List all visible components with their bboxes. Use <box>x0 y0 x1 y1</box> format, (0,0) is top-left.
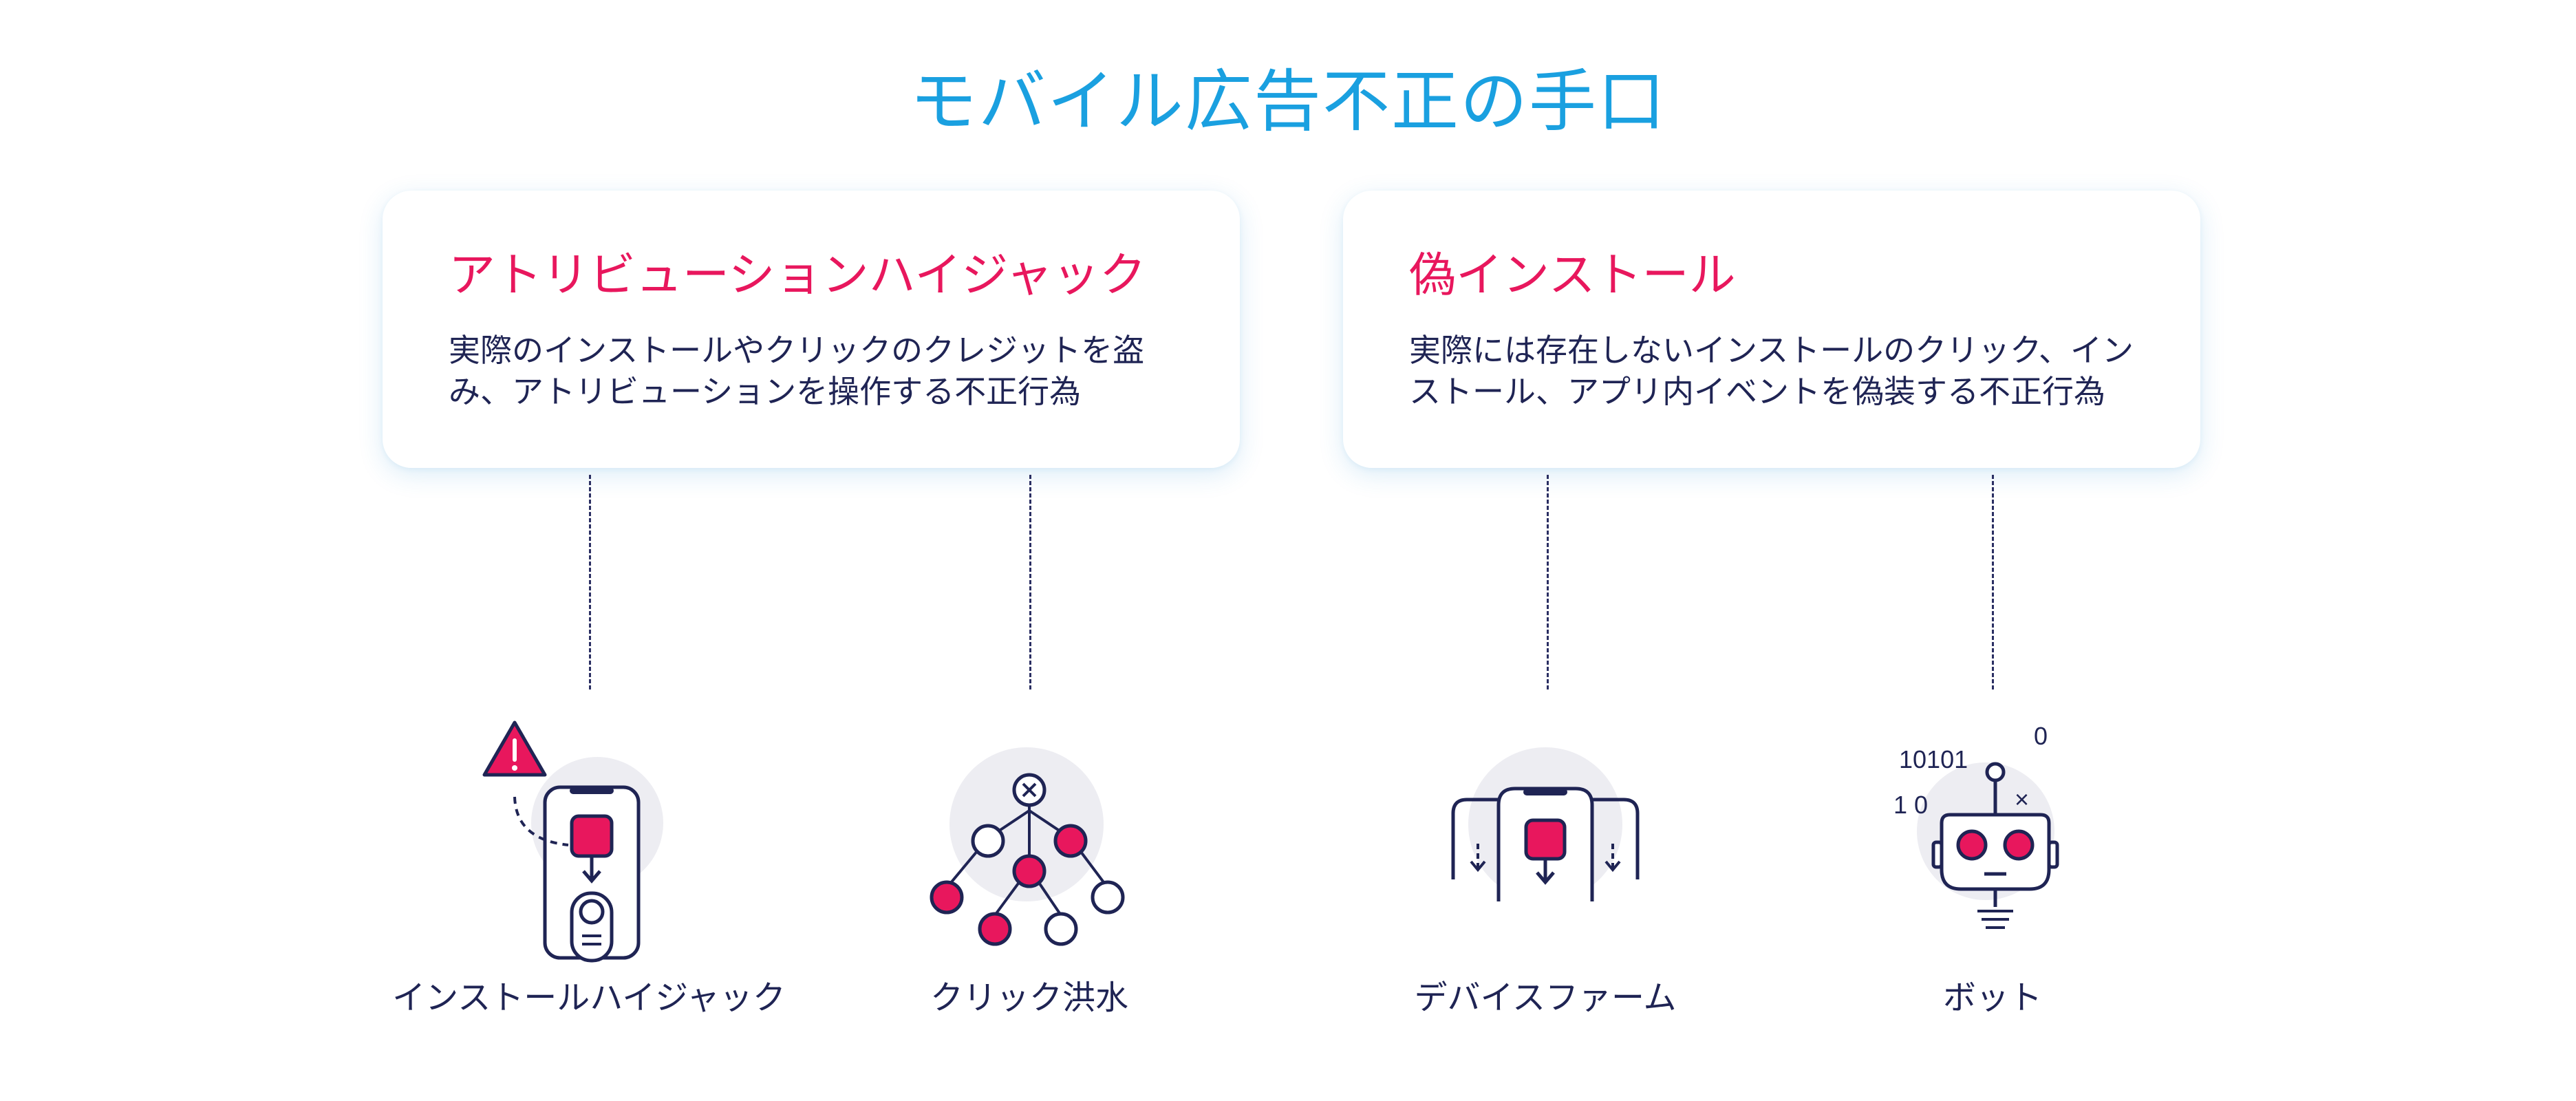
click-flood-tree-icon <box>930 747 1125 946</box>
binary-text: 1 0 <box>1893 791 1928 819</box>
technique-label-device-farm: デバイスファーム <box>1414 979 1677 1017</box>
connector-line <box>589 475 591 690</box>
technique-label-bot: ボット <box>1942 979 2042 1017</box>
connector-line <box>1547 475 1549 690</box>
connector-line <box>1992 475 1994 690</box>
category-title: アトリビューションハイジャック <box>449 248 1146 303</box>
bot-icon: 10101 1 0 0 × <box>1893 722 2059 929</box>
binary-text: 10101 <box>1899 745 1968 773</box>
cross-text: × <box>2015 785 2029 813</box>
category-card-fake-installs: 偽インストール 実際には存在しないインストールのクリック、インストール、アプリ内… <box>1343 191 2200 468</box>
install-hijack-icon-wrap <box>458 716 720 963</box>
connector-line <box>1029 475 1031 690</box>
page-title: モバイル広告不正の手口 <box>909 63 1666 141</box>
zero-text: 0 <box>2034 722 2048 750</box>
bot-icon-wrap: 10101 1 0 0 × <box>1862 716 2123 963</box>
category-title: 偽インストール <box>1409 248 1736 303</box>
click-flood-icon-wrap <box>899 716 1160 963</box>
technique-label-install-hijacking: インストールハイジャック <box>392 979 786 1017</box>
category-description: 実際には存在しないインストールのクリック、インストール、アプリ内イベントを偽装す… <box>1409 332 2134 410</box>
category-description: 実際のインストールやクリックのクレジットを盗み、アトリビューションを操作する不正… <box>449 332 1145 410</box>
technique-label-click-flooding: クリック洪水 <box>930 979 1128 1017</box>
device-farm-icon-wrap <box>1415 716 1676 963</box>
phone-hijack-icon <box>482 720 663 963</box>
device-farm-icon <box>1451 747 1640 901</box>
category-card-attribution-hijacking: アトリビューションハイジャック 実際のインストールやクリックのクレジットを盗み、… <box>383 191 1240 468</box>
